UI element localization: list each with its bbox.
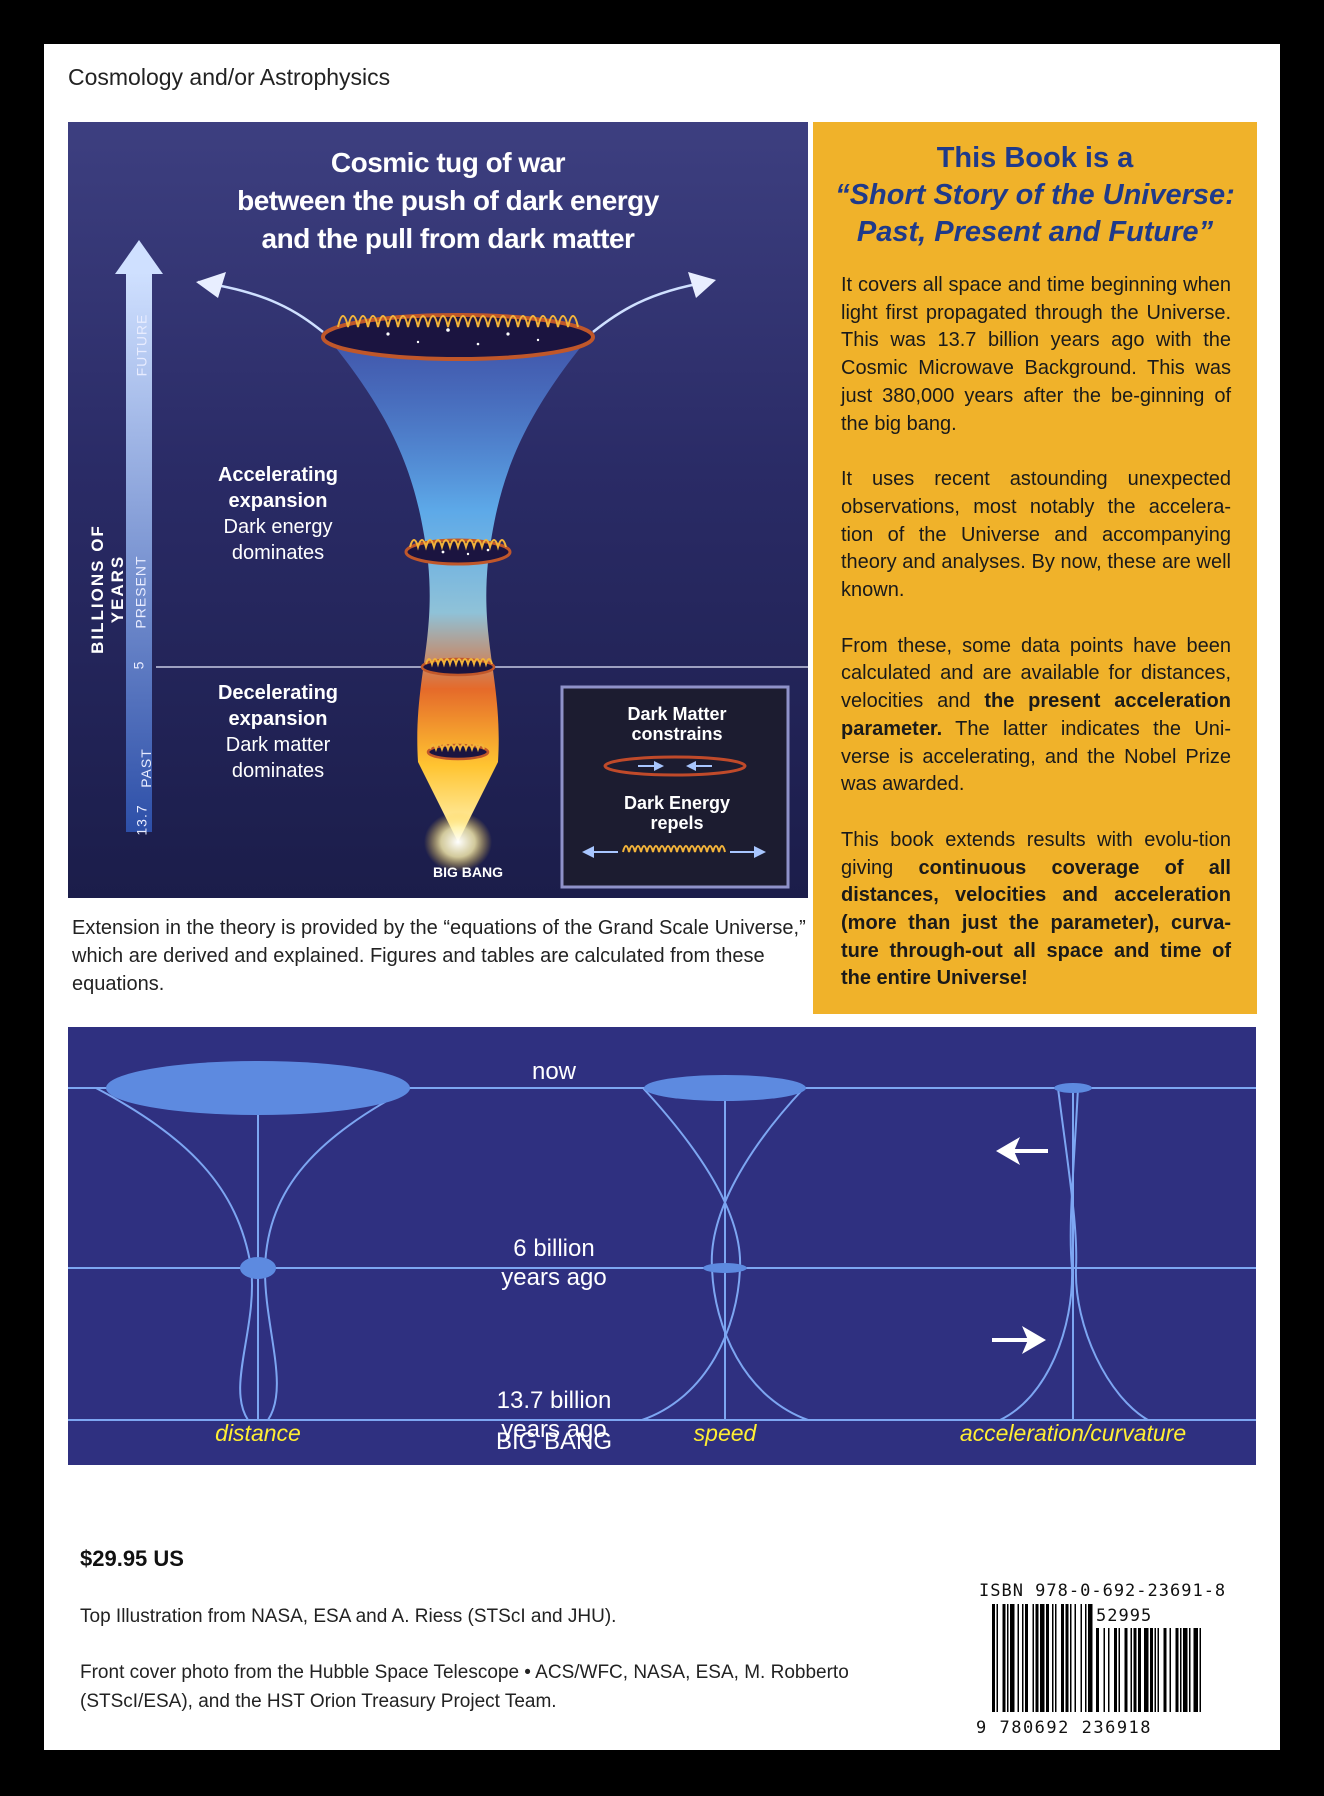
axis-tick-present: PRESENT [132,555,149,629]
dark-energy-label: Dark Energy repels [623,793,731,833]
six-billion-label: 6 billion years ago [501,1235,607,1291]
axis-title: BILLIONS OF YEARS [88,524,127,654]
axis-tick-past: PAST [137,748,154,788]
axis-tick-start: 13.7 [133,804,150,836]
dark-matter-label: Dark Matter constrains [627,704,727,744]
expansion-arrow-left-icon [196,272,226,298]
paragraph-4: This book extends results with evolu-tio… [841,828,1231,990]
thirteen-billion-label: 13.7 billion years ago [496,1387,612,1443]
dark-energy-spring-icon [622,845,726,853]
expansion-diagram [68,1061,1256,1421]
paragraph-2: It uses recent astounding unexpected obs… [841,468,1231,602]
funnel-illustration [115,240,808,889]
arrow-right-icon [992,1326,1046,1354]
ean-digits: 9 780692 236918 [976,1718,1153,1738]
expansion-comparison-figure: now 6 billion years ago 13.7 billion yea… [68,1027,1256,1465]
decelerating-label: Decelerating expansion Dark matter domin… [217,682,339,782]
cosmic-tug-of-war-figure: Cosmic tug of war between the push of da… [68,122,808,898]
speed-six-billion-ellipse [703,1263,747,1273]
book-box-title: This Book is a “Short Story of the Unive… [835,142,1235,248]
paragraph-3: From these, some data points have been c… [841,634,1231,796]
big-bang-glow-icon [424,812,492,872]
dark-matter-ring-icon [603,755,747,777]
category-label: Cosmology and/or Astrophysics [68,64,391,90]
big-bang-label: BIG BANG [433,864,503,880]
acceleration-curvature-label: acceleration/curvature [959,1420,1187,1446]
isbn-number: ISBN 978-0-692-23691-8 [979,1581,1227,1601]
big-bang-label: BIG BANG [495,1428,613,1455]
price-code: 52995 [1096,1606,1153,1626]
axis-tick-five: 5 [130,660,147,670]
book-description-box: This Book is a “Short Story of the Unive… [813,122,1257,1014]
time-axis-arrow-icon [115,240,163,274]
acceleration-now-ellipse [1054,1083,1092,1093]
distance-six-billion-ellipse [240,1257,276,1279]
expansion-arrow-right-icon [688,272,716,298]
galaxy-ring-icon [321,313,595,361]
distance-now-ellipse [106,1061,410,1115]
speed-label: speed [693,1420,757,1446]
illustration-credit: Top Illustration from NASA, ESA and A. R… [80,1606,617,1627]
figure-title: Cosmic tug of war between the push of da… [237,147,659,254]
barcode-icon [992,1604,1201,1712]
figure-caption: Extension in the theory is provided by t… [72,917,806,995]
photo-credit: Front cover photo from the Hubble Space … [80,1662,849,1712]
funnel-shape [323,332,593,842]
paragraph-1: It covers all space and time beginning w… [841,274,1231,435]
distance-label: distance [215,1420,301,1446]
inset-box [560,685,790,889]
accelerating-label: Accelerating expansion Dark energy domin… [217,464,339,564]
axis-tick-future: FUTURE [133,313,150,377]
price: $29.95 US [80,1546,184,1571]
book-box-body: It covers all space and time beginning w… [841,272,1231,1021]
now-label: now [531,1058,577,1085]
time-axis-bar [126,272,152,832]
galaxy-ring-icon [404,538,512,566]
back-cover: Cosmology and/or Astrophysics [44,44,1280,1750]
speed-now-ellipse [644,1075,806,1101]
arrow-left-icon [996,1137,1048,1165]
